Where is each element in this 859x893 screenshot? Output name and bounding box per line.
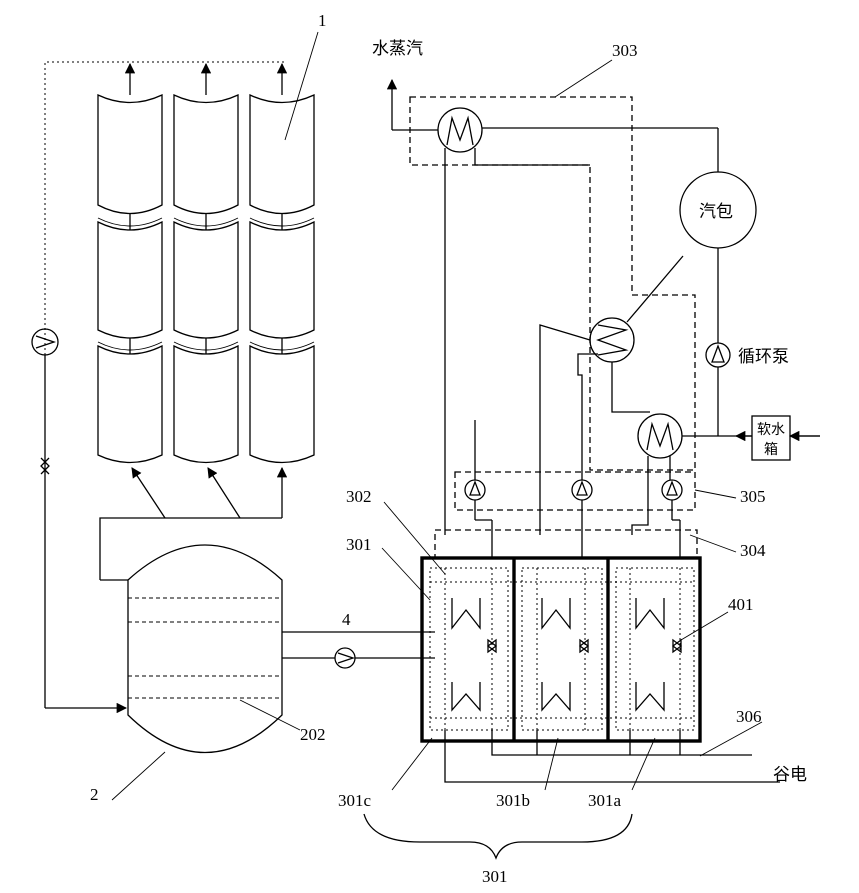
label-soft-water-2: 箱 — [764, 442, 778, 458]
loop-pump-triangle — [36, 336, 54, 348]
label-302: 302 — [346, 487, 372, 506]
label-306: 306 — [736, 707, 762, 726]
collector-column-2 — [174, 95, 238, 463]
label-soft-water-1: 软水 — [757, 422, 785, 438]
label-305: 305 — [740, 487, 766, 506]
label-304: 304 — [740, 541, 766, 560]
leader-1 — [285, 32, 318, 140]
superheater-icon — [438, 108, 482, 152]
dashed-header-304 — [435, 530, 697, 558]
label-tank-part: 202 — [300, 725, 326, 744]
supply-arrow-1 — [132, 468, 165, 518]
supply-manifold — [100, 518, 282, 580]
supply-arrow-2 — [208, 468, 240, 518]
label-303: 303 — [612, 41, 638, 60]
label-tank: 2 — [90, 785, 99, 804]
steam-system: 303 水蒸汽 汽包 循环泵 软水 箱 — [372, 39, 820, 560]
label-drum: 汽包 — [699, 202, 733, 222]
label-301a: 301a — [588, 791, 622, 810]
label-301-brace: 301 — [482, 867, 508, 886]
pump-group-box — [455, 472, 695, 510]
label-collector: 1 — [318, 11, 327, 30]
label-pipe: 4 — [342, 610, 351, 629]
label-301b: 301b — [496, 791, 530, 810]
return-manifold-line — [45, 62, 285, 355]
dashed-box-303 — [410, 97, 695, 470]
collector-column-3 — [250, 95, 314, 463]
heat-storage-unit: 401 302 301 谷电 306 301c 301b 301a 301 — [338, 487, 807, 886]
label-circulation-pump: 循环泵 — [738, 347, 789, 367]
label-301c: 301c — [338, 791, 372, 810]
storage-tank: 202 2 — [90, 545, 326, 804]
label-steam: 水蒸汽 — [372, 39, 423, 59]
label-valve: 401 — [728, 595, 754, 614]
tank-to-storage-pipes: 4 — [282, 610, 435, 668]
leader-2 — [112, 752, 165, 800]
economizer-icon — [638, 414, 682, 458]
label-301-top: 301 — [346, 535, 372, 554]
label-valley-power: 谷电 — [773, 765, 807, 785]
collector-column-1 — [98, 95, 162, 463]
